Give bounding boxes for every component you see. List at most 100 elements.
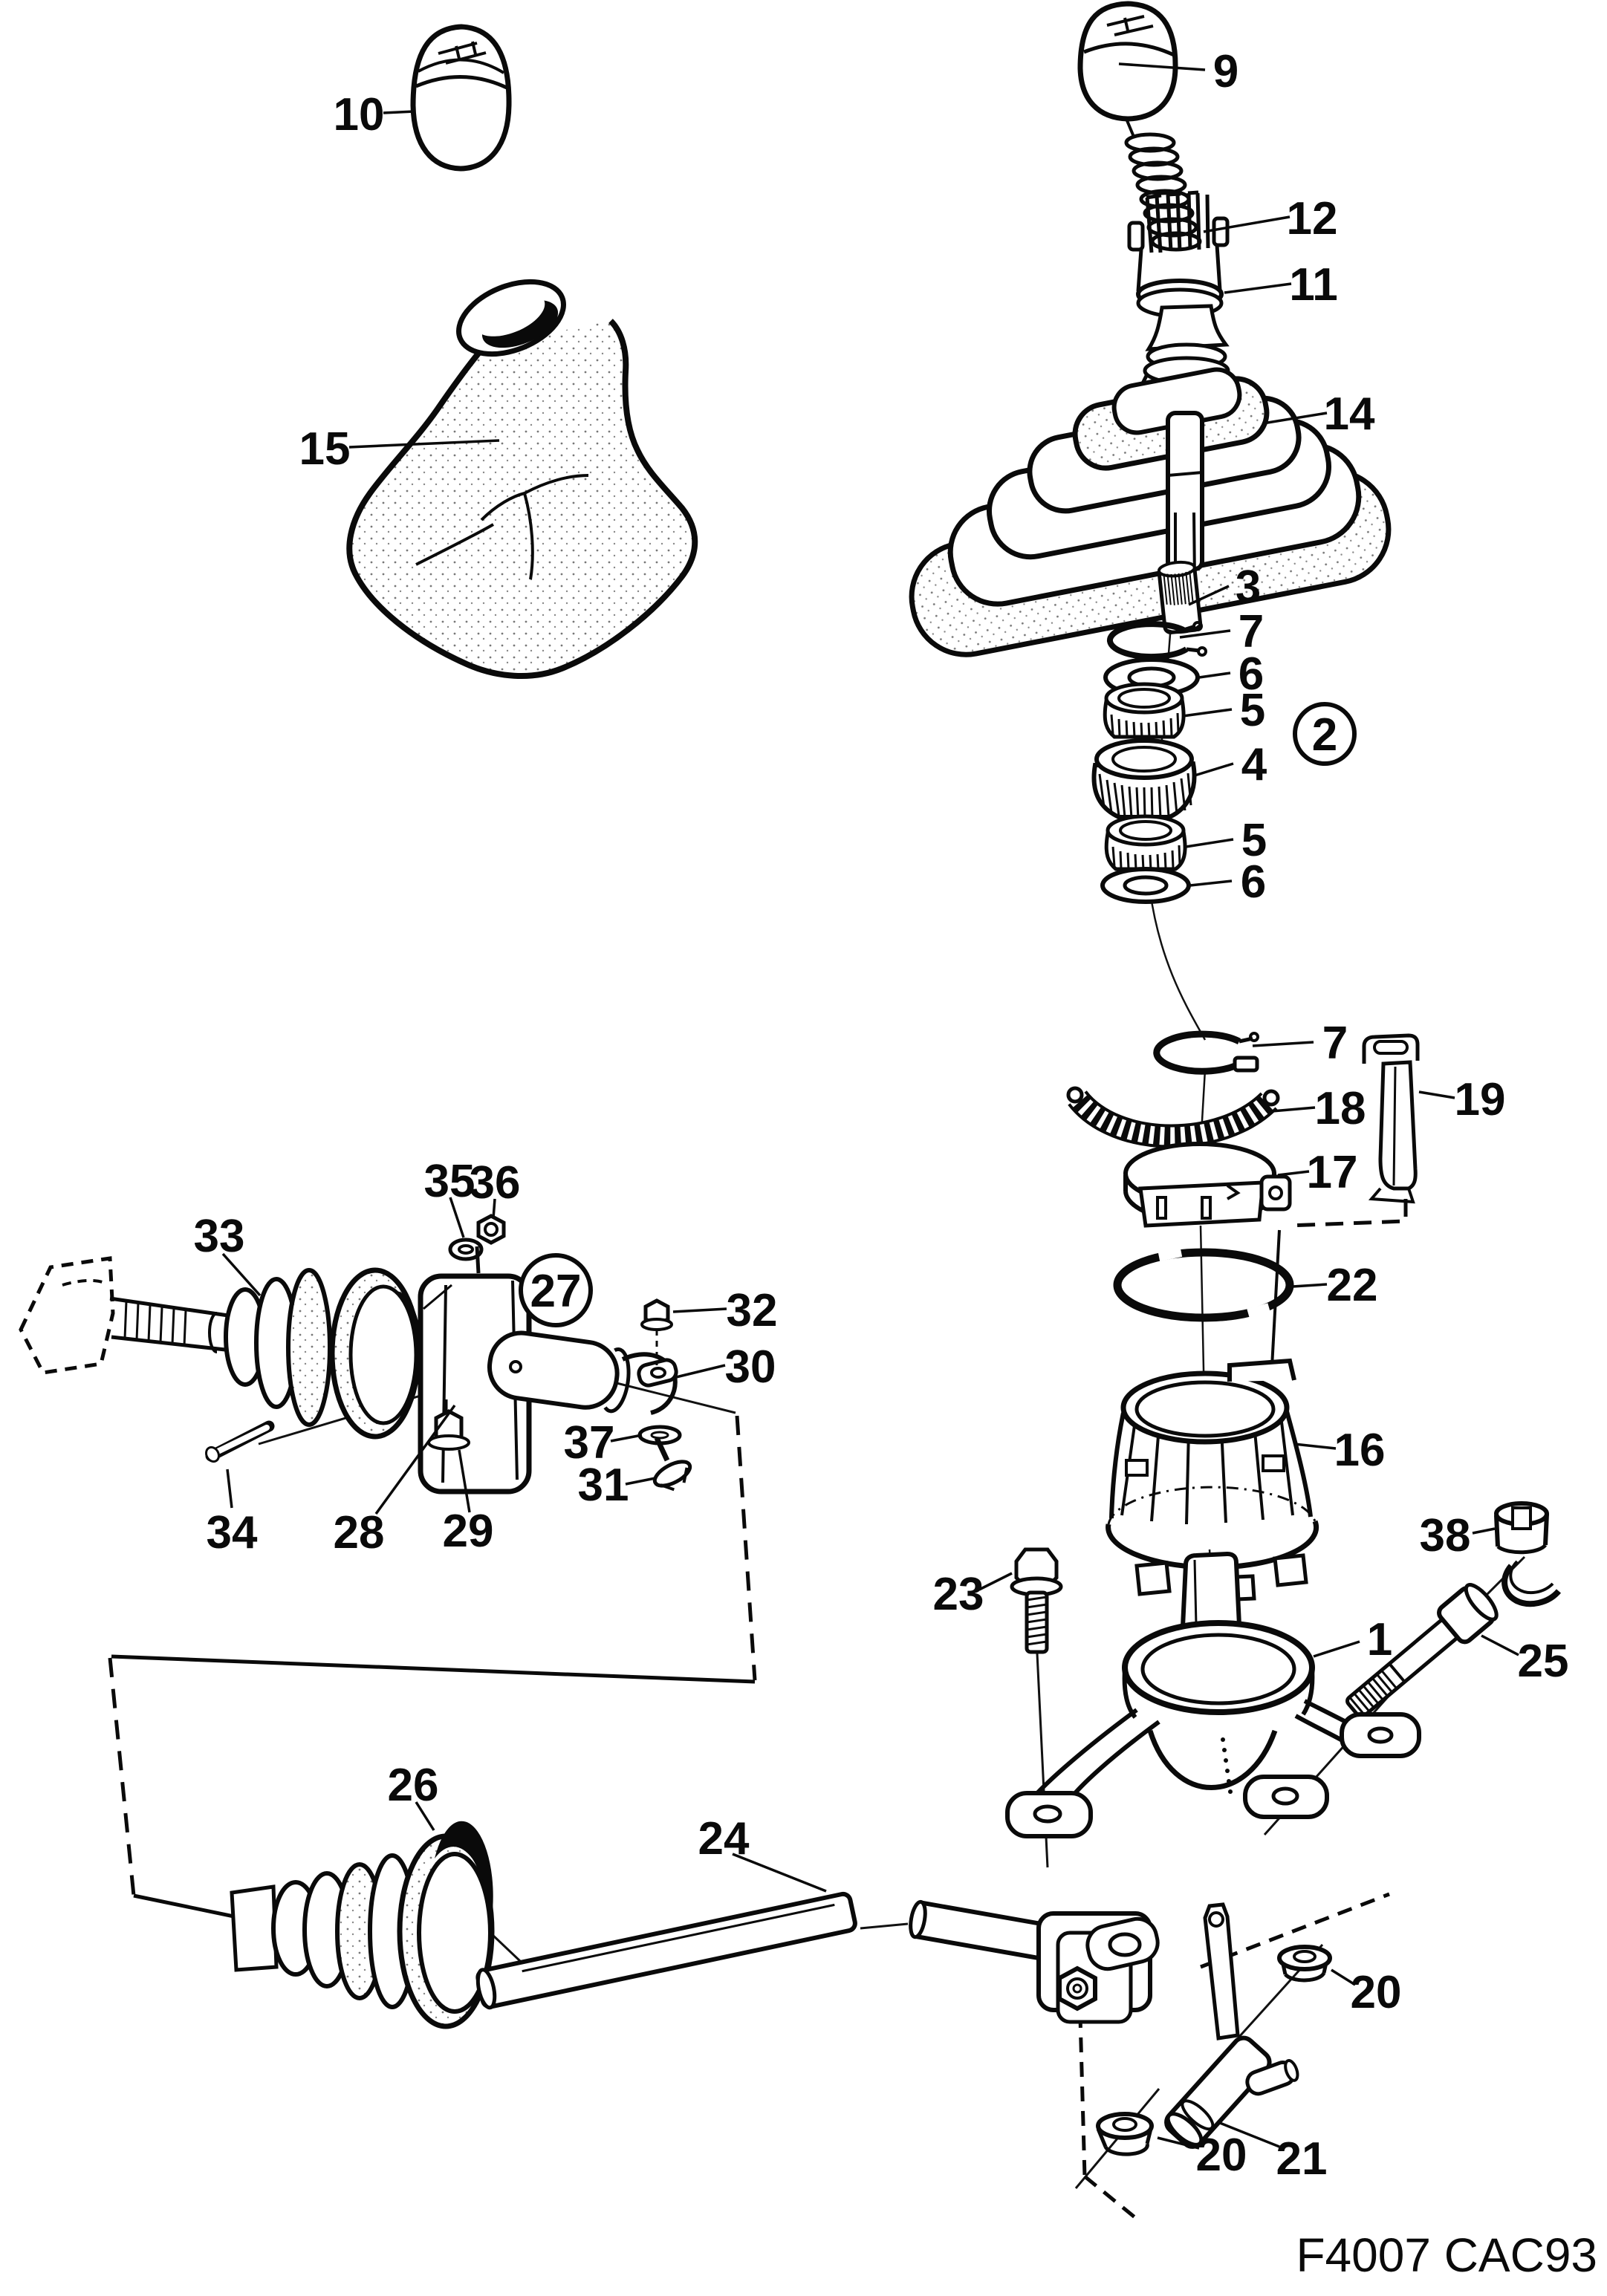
part-bushing-20b bbox=[1096, 2112, 1154, 2156]
part-rod-clevis bbox=[1036, 1911, 1160, 2024]
part-label-5b: 5 bbox=[1241, 815, 1267, 866]
leader-line-35 bbox=[449, 1197, 465, 1238]
part-label-26: 26 bbox=[388, 1760, 439, 1811]
part-label-10: 10 bbox=[334, 89, 385, 140]
part-label-32: 32 bbox=[727, 1285, 778, 1336]
leader-line-17 bbox=[1277, 1170, 1310, 1177]
leader-line-38 bbox=[1472, 1527, 1496, 1535]
leader-line-33 bbox=[221, 1252, 262, 1297]
part-bolt-23 bbox=[1010, 1547, 1063, 1654]
part-label-20b: 20 bbox=[1196, 2130, 1247, 2181]
part-label-21: 21 bbox=[1276, 2133, 1328, 2185]
part-label-4: 4 bbox=[1241, 739, 1267, 790]
part-label-14: 14 bbox=[1324, 388, 1375, 440]
part-sleeve-11 bbox=[1127, 190, 1230, 319]
part-label-3: 3 bbox=[1236, 562, 1261, 613]
part-shift-knob-10 bbox=[410, 24, 512, 172]
part-bracket-19 bbox=[1362, 1033, 1420, 1204]
part-label-1: 1 bbox=[1367, 1614, 1392, 1665]
part-label-22: 22 bbox=[1327, 1260, 1378, 1311]
part-label-35: 35 bbox=[424, 1156, 475, 1207]
part-washer-35 bbox=[448, 1238, 484, 1261]
leader-line-20b bbox=[1157, 2136, 1200, 2150]
leader-line-19 bbox=[1418, 1090, 1455, 1099]
part-label-25: 25 bbox=[1518, 1636, 1569, 1687]
leader-line-26 bbox=[415, 1801, 435, 1831]
part-rod-24 bbox=[475, 1891, 1069, 2010]
part-label-9: 9 bbox=[1213, 46, 1238, 97]
leader-line-6a bbox=[1198, 671, 1231, 679]
part-label-36: 36 bbox=[470, 1157, 521, 1209]
part-pin-3 bbox=[1157, 560, 1203, 634]
part-label-23: 23 bbox=[933, 1569, 984, 1620]
part-bearing-cup-5a bbox=[1103, 682, 1186, 739]
part-snap-ring-7a bbox=[1107, 621, 1207, 660]
leader-line-21 bbox=[1219, 2121, 1280, 2148]
leader-line-1 bbox=[1313, 1640, 1360, 1658]
part-label-15: 15 bbox=[299, 423, 351, 475]
part-nut-38 bbox=[1494, 1501, 1562, 1607]
part-label-37: 37 bbox=[564, 1417, 615, 1469]
part-gaiter-15 bbox=[346, 279, 698, 680]
part-label-31: 31 bbox=[578, 1460, 629, 1511]
part-bushing-20a bbox=[1277, 1945, 1332, 1983]
part-label-34: 34 bbox=[207, 1507, 258, 1558]
leader-line-24 bbox=[732, 1853, 827, 1893]
leader-line-6b bbox=[1189, 879, 1233, 887]
leader-line-29 bbox=[458, 1449, 471, 1513]
leader-line-9 bbox=[1118, 62, 1206, 71]
part-pin-34 bbox=[205, 1420, 275, 1463]
leader-line-5b bbox=[1185, 838, 1234, 848]
leader-line-5a bbox=[1182, 708, 1233, 718]
part-axle-ghost-cup bbox=[19, 1256, 115, 1375]
leader-line-15 bbox=[348, 439, 500, 449]
diagram-code: F4007 CAC93 bbox=[1296, 2228, 1597, 2282]
part-label-38: 38 bbox=[1420, 1510, 1471, 1561]
leader-line-32 bbox=[672, 1307, 727, 1313]
part-boot-33 bbox=[224, 1267, 447, 1440]
leader-line-16 bbox=[1293, 1443, 1337, 1450]
leader-line-28 bbox=[374, 1404, 456, 1515]
part-bracket-1 bbox=[1005, 1551, 1421, 1838]
leader-line-12 bbox=[1203, 215, 1291, 233]
leader-line-4 bbox=[1194, 762, 1234, 777]
leader-line-23 bbox=[978, 1572, 1013, 1591]
part-label-7b: 7 bbox=[1322, 1018, 1348, 1069]
part-label-11: 11 bbox=[1289, 259, 1338, 310]
part-sleeve-30-assembly bbox=[487, 1298, 692, 1492]
part-bolt-25 bbox=[1345, 1583, 1499, 1719]
leader-line-11 bbox=[1224, 282, 1292, 294]
leader-line-7b bbox=[1252, 1041, 1314, 1047]
leader-line-7a bbox=[1179, 629, 1231, 639]
part-label-28: 28 bbox=[334, 1507, 385, 1558]
part-lever-21 bbox=[1164, 1902, 1299, 2149]
part-label-19: 19 bbox=[1455, 1074, 1506, 1125]
part-spring-18 bbox=[1066, 1086, 1280, 1148]
part-label-18: 18 bbox=[1315, 1083, 1366, 1134]
leader-line-31 bbox=[625, 1477, 656, 1486]
leader-line-37 bbox=[610, 1434, 643, 1443]
part-boot-14 bbox=[909, 367, 1392, 657]
part-label-6a: 6 bbox=[1238, 648, 1264, 700]
part-label-16: 16 bbox=[1334, 1425, 1386, 1476]
part-boot-26 bbox=[230, 1821, 495, 2029]
part-label-17: 17 bbox=[1307, 1147, 1358, 1198]
leader-line-18 bbox=[1271, 1106, 1316, 1113]
part-label-30: 30 bbox=[725, 1341, 776, 1393]
callout-circle-27 bbox=[519, 1253, 593, 1327]
part-bearing-4 bbox=[1091, 738, 1197, 819]
part-label-12: 12 bbox=[1287, 193, 1338, 244]
callout-circle-2 bbox=[1293, 702, 1357, 766]
part-shift-knob-9 bbox=[1077, 1, 1178, 137]
part-label-27: 27 bbox=[530, 1266, 582, 1317]
part-label-20a: 20 bbox=[1351, 1967, 1402, 2018]
part-label-2: 2 bbox=[1312, 709, 1337, 761]
leader-line-25 bbox=[1481, 1634, 1519, 1656]
leader-line-36 bbox=[492, 1198, 496, 1219]
part-axle-shaft bbox=[109, 1296, 234, 1353]
part-o-ring-22 bbox=[1113, 1248, 1294, 1322]
leader-line-20a bbox=[1331, 1968, 1356, 1986]
part-housing-16 bbox=[1106, 1358, 1319, 1602]
